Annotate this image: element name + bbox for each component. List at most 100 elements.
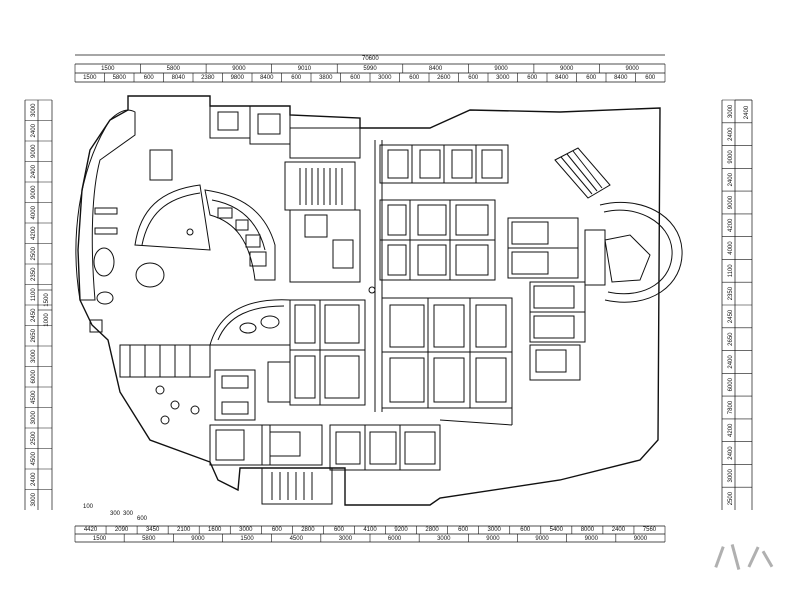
dimension-label: 2400 bbox=[31, 123, 37, 137]
west-curved-wing bbox=[75, 109, 136, 301]
dimension-label: 3000 bbox=[728, 104, 734, 118]
dimension-label: 600 bbox=[458, 527, 469, 533]
dimension-label: 600 bbox=[409, 75, 420, 81]
dimension-label: 2800 bbox=[425, 527, 439, 533]
dimension-label: 3000 bbox=[31, 410, 37, 424]
dimension-label: 2600 bbox=[437, 75, 451, 81]
dimension-label: 2450 bbox=[31, 308, 37, 322]
dimension-label: 9000 bbox=[585, 536, 599, 542]
central-hall-arc bbox=[134, 184, 211, 251]
bath-fixture-nc-2 bbox=[332, 239, 354, 269]
dimension-label: 7560 bbox=[643, 527, 657, 533]
east-rotunda bbox=[584, 201, 683, 303]
bottom-small-dim-3: 600 bbox=[137, 516, 148, 522]
dimension-label: 9000 bbox=[634, 536, 648, 542]
dimension-label: 4200 bbox=[31, 226, 37, 240]
dimension-label: 600 bbox=[272, 527, 283, 533]
bottom-small-dim-1: 300 bbox=[110, 511, 121, 517]
dimension-label: 9000 bbox=[31, 144, 37, 158]
dimension-label: 3000 bbox=[488, 527, 502, 533]
dimension-label: 2100 bbox=[177, 527, 191, 533]
dimension-label: 2350 bbox=[31, 267, 37, 281]
dimension-label: 9000 bbox=[728, 195, 734, 209]
dimension-label: 4000 bbox=[728, 241, 734, 255]
curved-corridor-inner bbox=[211, 199, 266, 251]
dimension-label: 2500 bbox=[728, 491, 734, 505]
dimension-label: 1500 bbox=[93, 536, 107, 542]
dimension-label: 9000 bbox=[626, 66, 640, 72]
seat-block-4 bbox=[249, 251, 267, 267]
dimension-label: 600 bbox=[586, 75, 597, 81]
bath-fixture-nc-1 bbox=[304, 214, 328, 238]
dimension-label: 4200 bbox=[728, 423, 734, 437]
north-toilet-block bbox=[289, 127, 361, 159]
dimension-label: 4500 bbox=[290, 536, 304, 542]
dimension-label: 2800 bbox=[301, 527, 315, 533]
dimension-label: 3800 bbox=[319, 75, 333, 81]
ne-diagonal-stair bbox=[554, 147, 611, 199]
watermark-logo bbox=[708, 542, 778, 572]
dimension-label: 9800 bbox=[231, 75, 245, 81]
dimension-label: 1100 bbox=[728, 264, 734, 278]
dimension-label: 3450 bbox=[146, 527, 160, 533]
dimension-label: 3000 bbox=[496, 75, 510, 81]
dimension-label: 8400 bbox=[260, 75, 274, 81]
dimension-label: 5400 bbox=[550, 527, 564, 533]
dimension-label: 2350 bbox=[728, 286, 734, 300]
dimension-label: 5800 bbox=[113, 75, 127, 81]
se-wall-2 bbox=[439, 419, 513, 426]
south-stair bbox=[261, 467, 333, 505]
dimension-label: 4100 bbox=[363, 527, 377, 533]
seat-block-1 bbox=[217, 207, 233, 219]
bottom-extra-dimension: 100 bbox=[83, 504, 94, 510]
bottom-small-dim-2: 300 bbox=[123, 511, 134, 517]
left-dimension-chain: 3000240090002400900040004200250023501100… bbox=[24, 99, 53, 510]
dimension-label: 2500 bbox=[31, 431, 37, 445]
dimension-label: 7800 bbox=[728, 400, 734, 414]
dimension-label: 9010 bbox=[298, 66, 312, 72]
left-dimension-outer: 3000240090002400900040004200250023501100… bbox=[25, 99, 52, 506]
dimension-label: 6000 bbox=[31, 369, 37, 383]
dimension-label: 600 bbox=[144, 75, 155, 81]
south-central-rooms bbox=[267, 299, 366, 406]
dimension-label: 9200 bbox=[394, 527, 408, 533]
seat-block-3 bbox=[245, 234, 261, 248]
dimension-label: 8400 bbox=[614, 75, 628, 81]
east-room-column bbox=[507, 217, 586, 381]
sw-curved-block bbox=[209, 299, 291, 346]
dimension-label: 5800 bbox=[142, 536, 156, 542]
dimension-label: 2400 bbox=[31, 472, 37, 486]
bath-fixture-nw-1 bbox=[217, 111, 239, 131]
dimension-label: 8400 bbox=[429, 66, 443, 72]
dimension-label: 1500 bbox=[83, 75, 97, 81]
dimension-label: 2090 bbox=[115, 527, 129, 533]
dimension-label: 600 bbox=[520, 527, 531, 533]
dimension-label: 6000 bbox=[728, 377, 734, 391]
dimension-label: 9000 bbox=[728, 150, 734, 164]
right-dimension-chain: 3000240090002400900042004000110023502450… bbox=[721, 99, 753, 510]
north-stair-core bbox=[284, 161, 356, 211]
dimension-label: 1100 bbox=[31, 288, 37, 302]
dimension-label: 4000 bbox=[31, 205, 37, 219]
dimension-label: 3000 bbox=[339, 536, 353, 542]
dimension-label: 3000 bbox=[31, 103, 37, 117]
dimension-label: 3000 bbox=[728, 469, 734, 483]
dimension-label: 600 bbox=[468, 75, 479, 81]
ne-room-grid bbox=[379, 144, 509, 281]
dimension-label: 1500 bbox=[44, 293, 50, 307]
central-hall-arc-inner bbox=[141, 192, 201, 246]
dimension-label: 2450 bbox=[728, 309, 734, 323]
floor-plan bbox=[75, 95, 683, 506]
dimension-label: 2400 bbox=[728, 127, 734, 141]
dimension-label: 8400 bbox=[555, 75, 569, 81]
dimension-label: 3000 bbox=[437, 536, 451, 542]
dimension-label: 3000 bbox=[31, 349, 37, 363]
dimension-label: 600 bbox=[291, 75, 302, 81]
dimension-label: 600 bbox=[645, 75, 656, 81]
dimension-label: 2400 bbox=[612, 527, 626, 533]
